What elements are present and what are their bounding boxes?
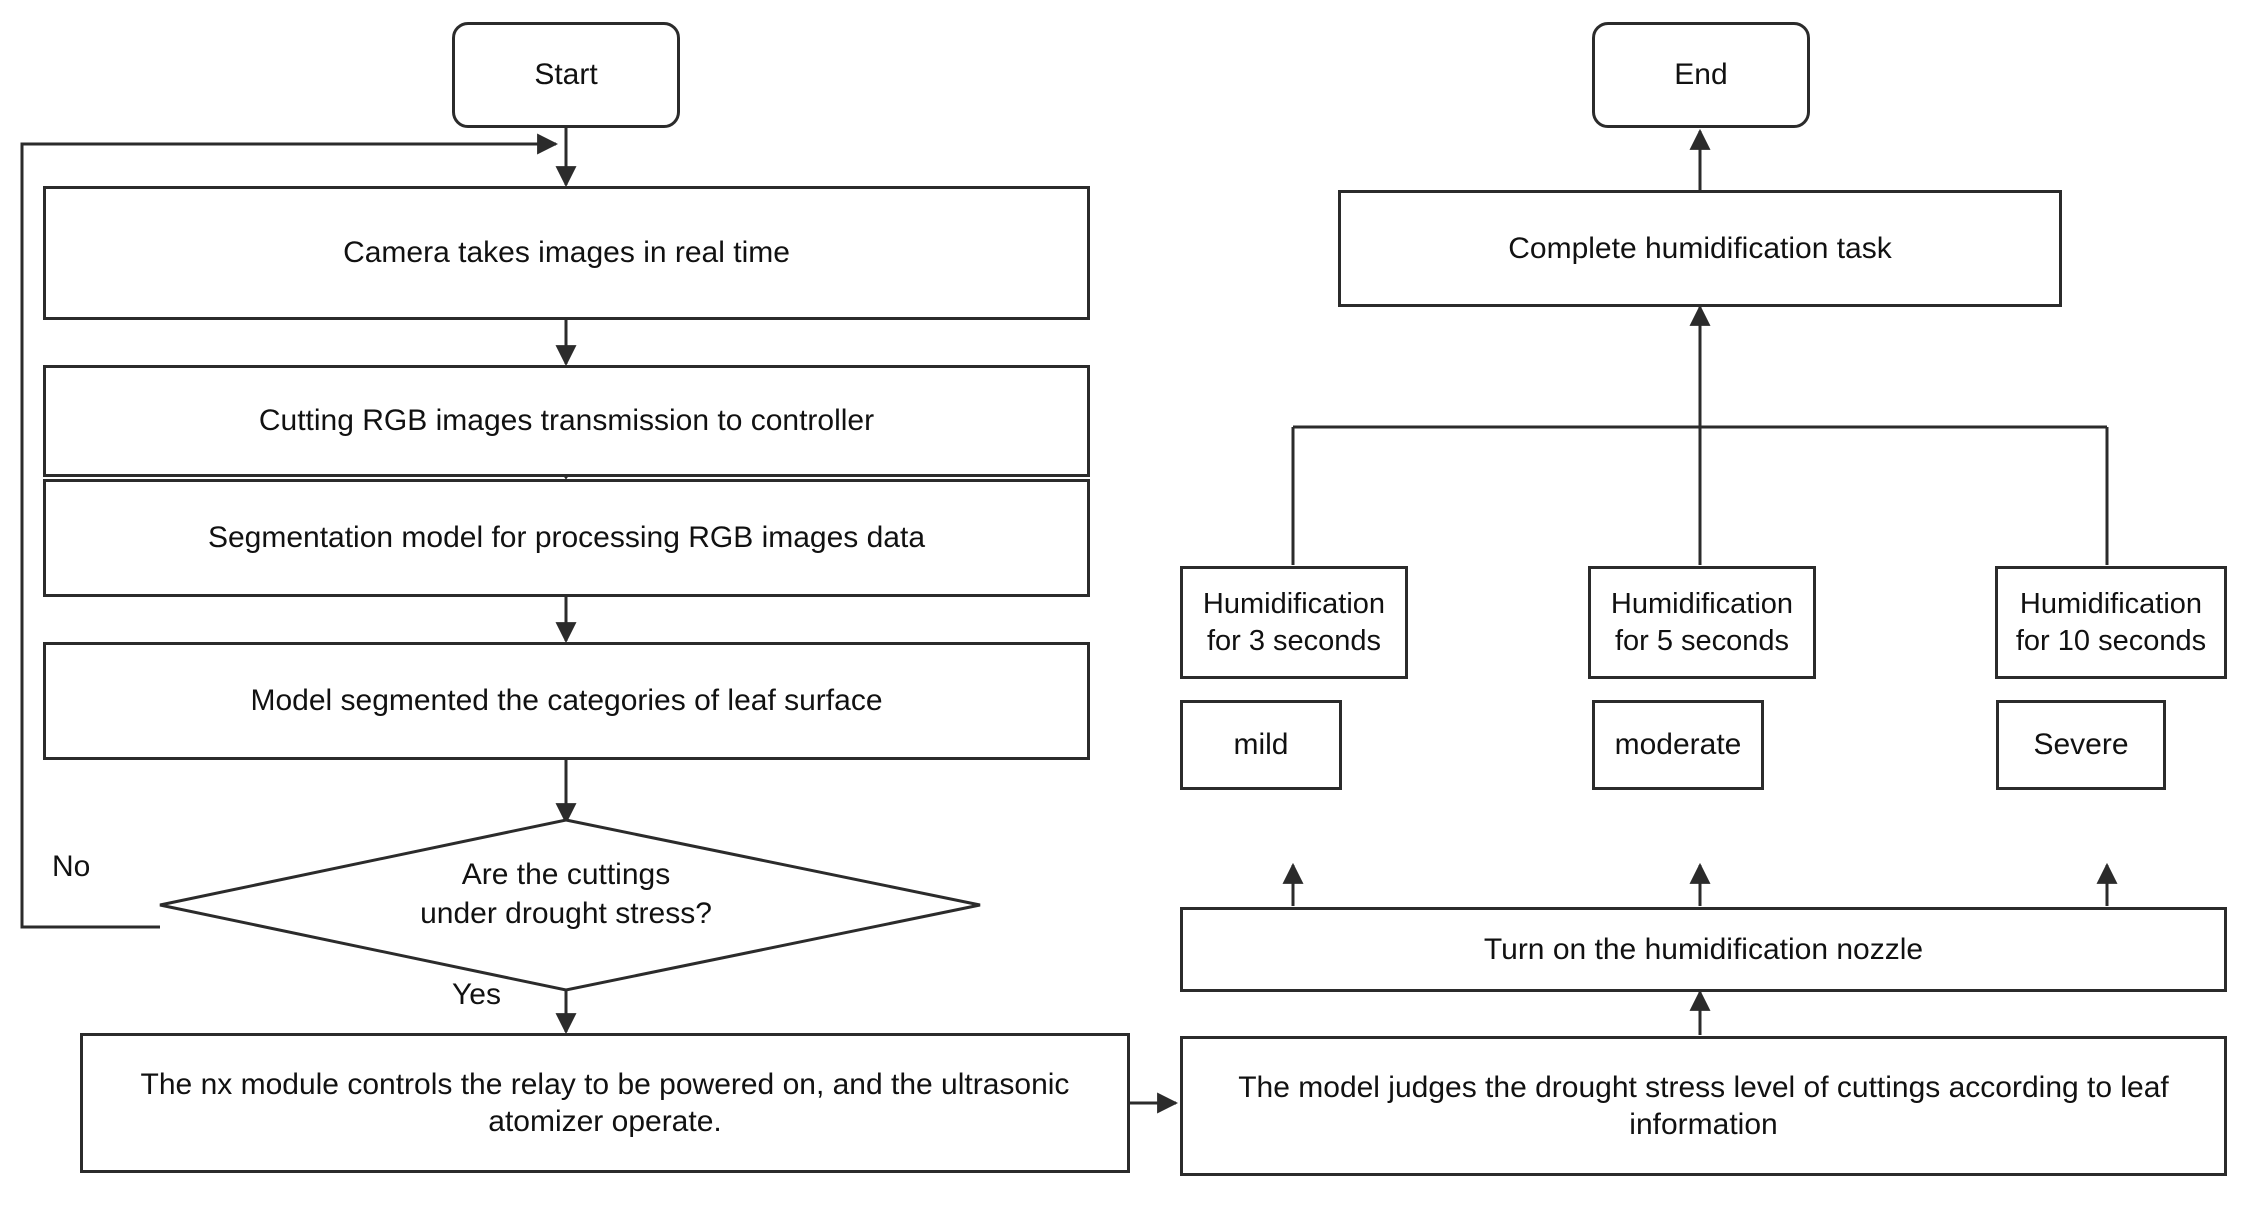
node-complete-label: Complete humidification task [1508,231,1892,265]
node-severe[interactable]: Severe [1996,700,2166,790]
connector-decision-no-feedback [20,133,559,929]
node-nozzle-label: Turn on the humidification nozzle [1483,932,1924,966]
node-mild-label: mild [1233,728,1289,762]
node-categories-label: Model segmented the categories of leaf s… [250,684,883,718]
node-end-label: End [1674,58,1728,92]
node-complete[interactable]: Complete humidification task [1338,190,2062,307]
node-judge[interactable]: The model judges the drought stress leve… [1180,1036,2227,1176]
node-transmission-label: Cutting RGB images transmission to contr… [258,404,875,438]
node-moderate-label: moderate [1614,728,1742,762]
node-relay-label: The nx module controls the relay to be p… [140,1067,1070,1139]
node-hum10-label: Humidification for 10 seconds [2015,588,2207,657]
edge-label-yes: Yes [452,978,501,1011]
node-judge-label: The model judges the drought stress leve… [1238,1070,2169,1142]
node-categories[interactable]: Model segmented the categories of leaf s… [43,642,1090,760]
node-segmentation-label: Segmentation model for processing RGB im… [207,521,926,555]
node-hum3[interactable]: Humidification for 3 seconds [1180,566,1408,679]
node-moderate[interactable]: moderate [1592,700,1764,790]
node-start-label: Start [534,58,598,92]
node-camera[interactable]: Camera takes images in real time [43,186,1090,320]
node-start[interactable]: Start [452,22,680,128]
node-nozzle[interactable]: Turn on the humidification nozzle [1180,907,2227,992]
node-decision[interactable] [150,815,990,995]
node-mild[interactable]: mild [1180,700,1342,790]
node-hum10[interactable]: Humidification for 10 seconds [1995,566,2227,679]
node-decision-label: Are the cuttings under drought stress? [420,858,712,930]
node-transmission[interactable]: Cutting RGB images transmission to contr… [43,365,1090,477]
node-relay[interactable]: The nx module controls the relay to be p… [80,1033,1130,1173]
node-hum3-label: Humidification for 3 seconds [1202,588,1386,657]
node-camera-label: Camera takes images in real time [343,236,790,270]
edge-label-no: No [52,850,91,883]
node-hum5-label: Humidification for 5 seconds [1610,588,1794,657]
node-segmentation[interactable]: Segmentation model for processing RGB im… [43,479,1090,597]
node-severe-label: Severe [2033,728,2129,762]
node-end[interactable]: End [1592,22,1810,128]
node-hum5[interactable]: Humidification for 5 seconds [1588,566,1816,679]
